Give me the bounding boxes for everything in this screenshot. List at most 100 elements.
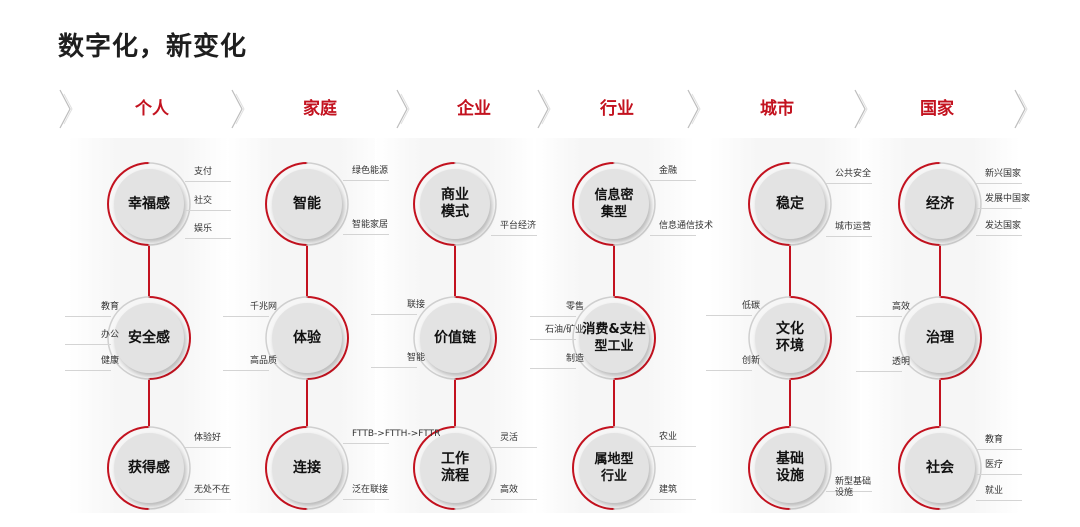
concept-node: 智能 xyxy=(272,169,342,239)
red-arc xyxy=(613,296,656,380)
chevron-separator-icon xyxy=(1018,93,1028,125)
label-underline xyxy=(343,499,389,500)
label-underline xyxy=(185,210,231,211)
node-label: 就业 xyxy=(985,486,1004,496)
label-underline xyxy=(65,316,111,317)
column-header: 个人 xyxy=(135,99,169,119)
column-header: 企业 xyxy=(457,99,491,119)
label-underline xyxy=(856,371,902,372)
node-label: 无处不在 xyxy=(194,485,231,495)
node-label: 支付 xyxy=(194,167,213,177)
chevron-separator-icon xyxy=(687,89,699,129)
label-underline xyxy=(185,181,231,182)
page-title: 数字化，新变化 xyxy=(58,32,248,62)
grey-arc xyxy=(265,296,308,380)
chevron-separator-icon xyxy=(400,93,410,125)
node-label: 体验好 xyxy=(194,433,222,443)
node-label: 娱乐 xyxy=(194,224,213,234)
concept-node: 社会 xyxy=(905,433,975,503)
grey-arc xyxy=(148,426,191,510)
concept-node: 文化 环境 xyxy=(755,303,825,373)
node-label: 公共安全 xyxy=(835,169,872,179)
red-arc xyxy=(789,296,832,380)
red-arc xyxy=(748,426,791,510)
label-underline xyxy=(491,447,537,448)
concept-node: 体验 xyxy=(272,303,342,373)
node-label: 智能 xyxy=(406,353,425,363)
concept-node: 获得感 xyxy=(114,433,184,503)
grey-arc xyxy=(148,162,191,246)
label-underline xyxy=(223,370,269,371)
node-label: 城市运营 xyxy=(835,222,872,232)
grey-arc xyxy=(107,296,150,380)
node-label: 新型基础 设施 xyxy=(835,477,872,498)
label-underline xyxy=(530,316,576,317)
red-arc xyxy=(572,162,615,246)
concept-node: 连接 xyxy=(272,433,342,503)
label-underline xyxy=(976,449,1022,450)
chevron-separator-icon xyxy=(537,89,549,129)
node-label: 发展中国家 xyxy=(985,194,1031,204)
label-underline xyxy=(343,443,389,444)
concept-node: 治理 xyxy=(905,303,975,373)
node-label: 平台经济 xyxy=(500,221,537,231)
node-label: 新兴国家 xyxy=(985,169,1022,179)
column-header: 家庭 xyxy=(303,99,337,119)
node-label: 灵活 xyxy=(500,433,519,443)
label-underline xyxy=(826,183,872,184)
label-underline xyxy=(976,500,1022,501)
red-arc xyxy=(265,162,308,246)
label-underline xyxy=(856,316,902,317)
label-underline xyxy=(371,314,417,315)
grey-arc xyxy=(613,426,656,510)
label-underline xyxy=(976,183,1022,184)
red-arc xyxy=(939,296,982,380)
label-underline xyxy=(650,180,696,181)
concept-node: 消费&支柱 型工业 xyxy=(579,303,649,373)
grey-arc xyxy=(306,162,349,246)
node-label: 千兆网 xyxy=(249,302,277,312)
label-underline xyxy=(706,370,752,371)
node-label: 零售 xyxy=(565,302,584,312)
red-arc xyxy=(306,296,349,380)
label-underline xyxy=(650,235,696,236)
node-label: 健康 xyxy=(100,356,119,366)
red-arc xyxy=(898,426,941,510)
red-arc xyxy=(107,162,150,246)
label-underline xyxy=(976,474,1022,475)
label-underline xyxy=(530,368,576,369)
label-underline xyxy=(343,234,389,235)
node-label: 教育 xyxy=(100,302,119,312)
label-underline xyxy=(530,339,576,340)
label-underline xyxy=(371,367,417,368)
chevron-separator-icon xyxy=(231,89,243,129)
node-label: 医疗 xyxy=(985,460,1004,470)
label-underline xyxy=(650,446,696,447)
grey-arc xyxy=(748,296,791,380)
chevron-separator-icon xyxy=(541,93,551,125)
label-underline xyxy=(223,316,269,317)
node-label: 石油/矿业 xyxy=(544,325,584,335)
red-arc xyxy=(454,296,497,380)
label-underline xyxy=(706,315,752,316)
red-arc xyxy=(748,162,791,246)
label-underline xyxy=(185,447,231,448)
node-label: 发达国家 xyxy=(985,221,1022,231)
node-label: 制造 xyxy=(565,354,584,364)
node-label: 信息通信技术 xyxy=(659,221,714,231)
node-label: 创新 xyxy=(741,356,760,366)
node-label: 智能家居 xyxy=(352,220,389,230)
concept-node: 工作 流程 xyxy=(420,433,490,503)
label-underline xyxy=(826,491,872,492)
concept-node: 属地型 行业 xyxy=(579,433,649,503)
node-label: 教育 xyxy=(985,435,1004,445)
grey-arc xyxy=(306,426,349,510)
grey-arc xyxy=(454,426,497,510)
red-arc xyxy=(107,426,150,510)
red-arc xyxy=(148,296,191,380)
grey-arc xyxy=(789,426,832,510)
label-underline xyxy=(976,208,1022,209)
node-label: 办公 xyxy=(100,330,119,340)
node-label: 低碳 xyxy=(741,301,760,311)
